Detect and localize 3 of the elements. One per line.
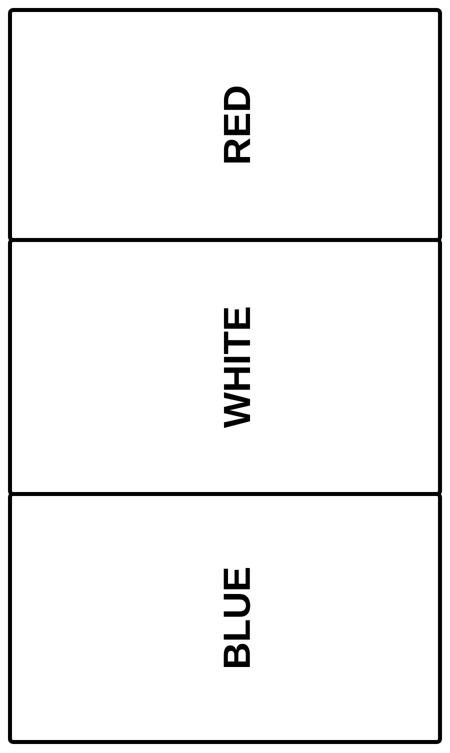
band: BLUE [8,492,442,744]
band: RED [8,8,442,242]
band: WHITE [8,238,442,496]
